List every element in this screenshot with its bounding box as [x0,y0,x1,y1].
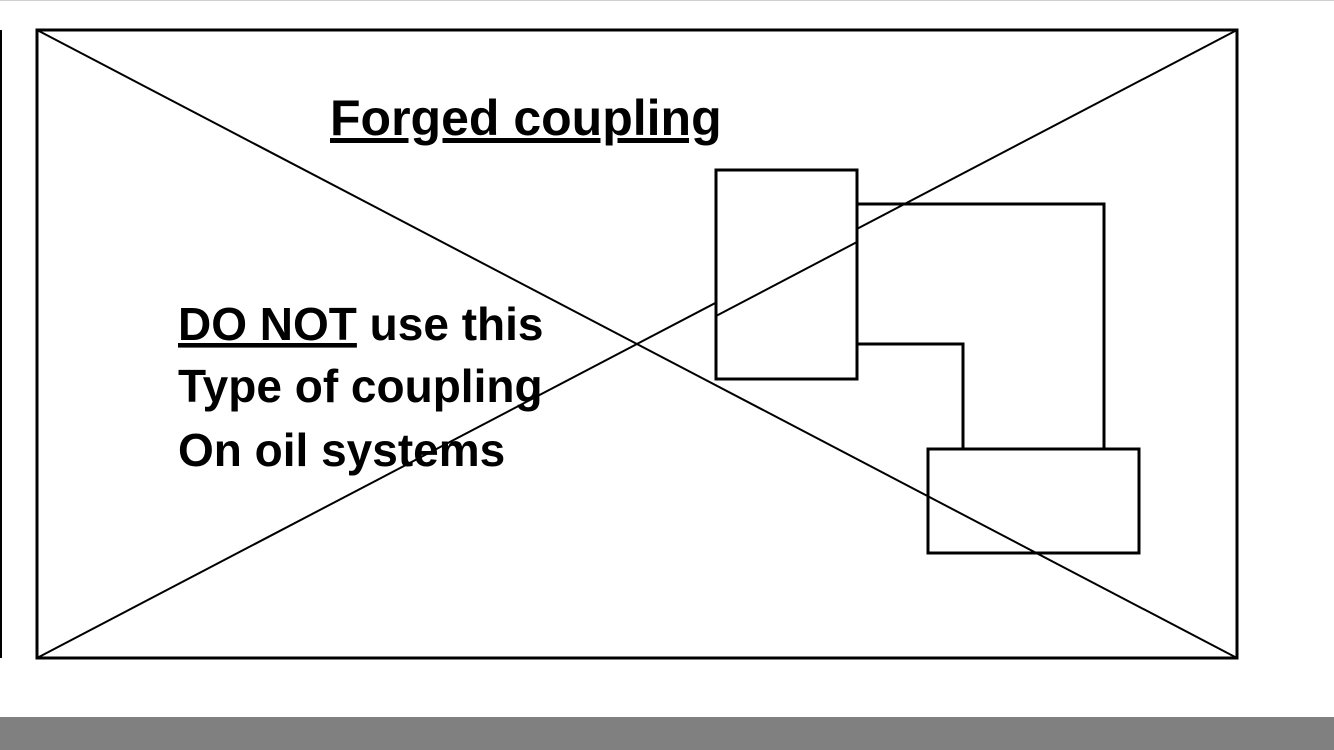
top-border-line [0,0,1334,1]
warning-line-1: DO NOT use this [178,298,544,350]
diagonal-line-up-overlay [715,241,858,317]
coupling-outer-elbow [857,202,1106,449]
coupling-inner-elbow [857,342,965,449]
warning-line-2: Type of coupling [178,360,543,412]
diagram-title: Forged coupling [330,90,722,146]
warning-emphasis: DO NOT [178,298,357,350]
coupling-lower-block [926,447,1141,555]
footer-bar [0,717,1334,750]
warning-line-3: On oil systems [178,424,505,476]
diagram-frame [35,28,1239,660]
warning-line-1-rest: use this [357,298,544,350]
coupling-upper-block [714,168,859,381]
diagonal-line-up [36,29,1238,659]
